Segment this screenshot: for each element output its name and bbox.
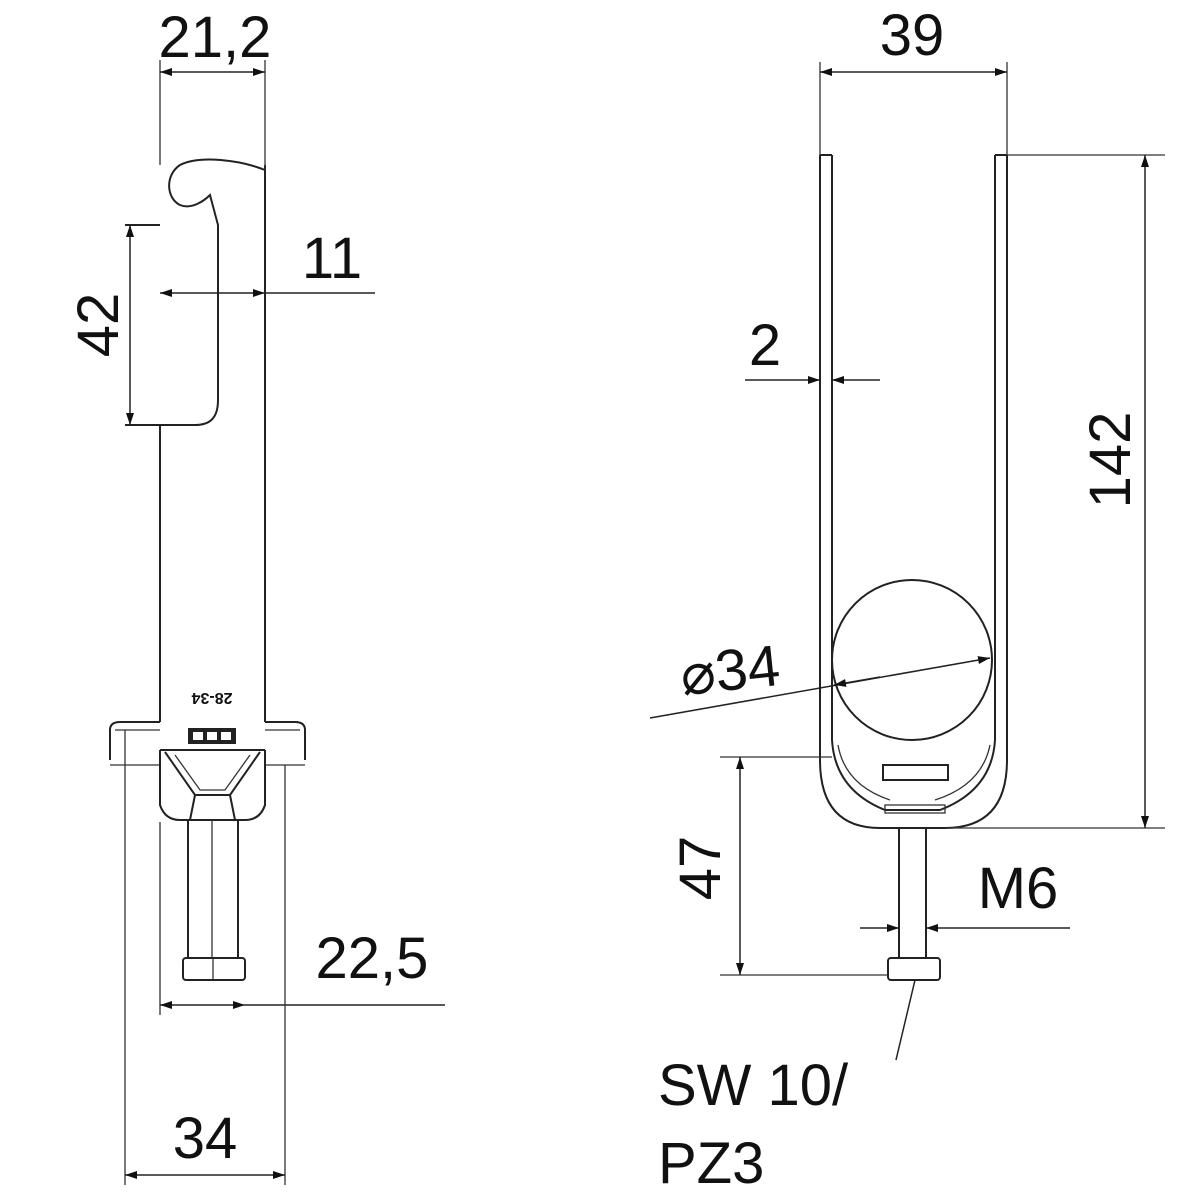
dimension-line-diameter <box>649 656 991 719</box>
dimension-overall-height: 142 <box>1078 412 1143 509</box>
dimension-hook-height: 42 <box>66 293 131 358</box>
bolt <box>182 820 246 981</box>
bolt-front <box>887 828 941 981</box>
dimension-overall-width: 39 <box>880 3 945 68</box>
dimension-bolt-offset: 22,5 <box>316 926 429 991</box>
dimension-cable-diameter: ⌀34 <box>677 633 783 708</box>
clamp-saddle <box>819 759 1008 829</box>
right-front-view: 39 142 2 ⌀34 47 M6 SW 10/ PZ3 <box>649 3 1165 1196</box>
dimension-hook-width: 21,2 <box>159 5 272 70</box>
drive-label-line2: PZ3 <box>658 1131 764 1196</box>
dimension-base-width: 34 <box>173 1106 238 1171</box>
dimension-strip-thickness: 2 <box>749 313 781 378</box>
cable-circle <box>831 579 993 741</box>
hook-profile <box>125 158 266 426</box>
size-marking: 28-34 <box>191 689 232 706</box>
dimension-bolt-length: 47 <box>668 836 733 901</box>
thread-size: M6 <box>978 856 1059 921</box>
dimension-strip-offset: 11 <box>302 226 362 291</box>
drive-leader-line <box>895 979 916 1061</box>
left-side-view: 28-34 21,2 4 <box>66 5 445 1185</box>
drive-label-line1: SW 10/ <box>658 1053 849 1118</box>
